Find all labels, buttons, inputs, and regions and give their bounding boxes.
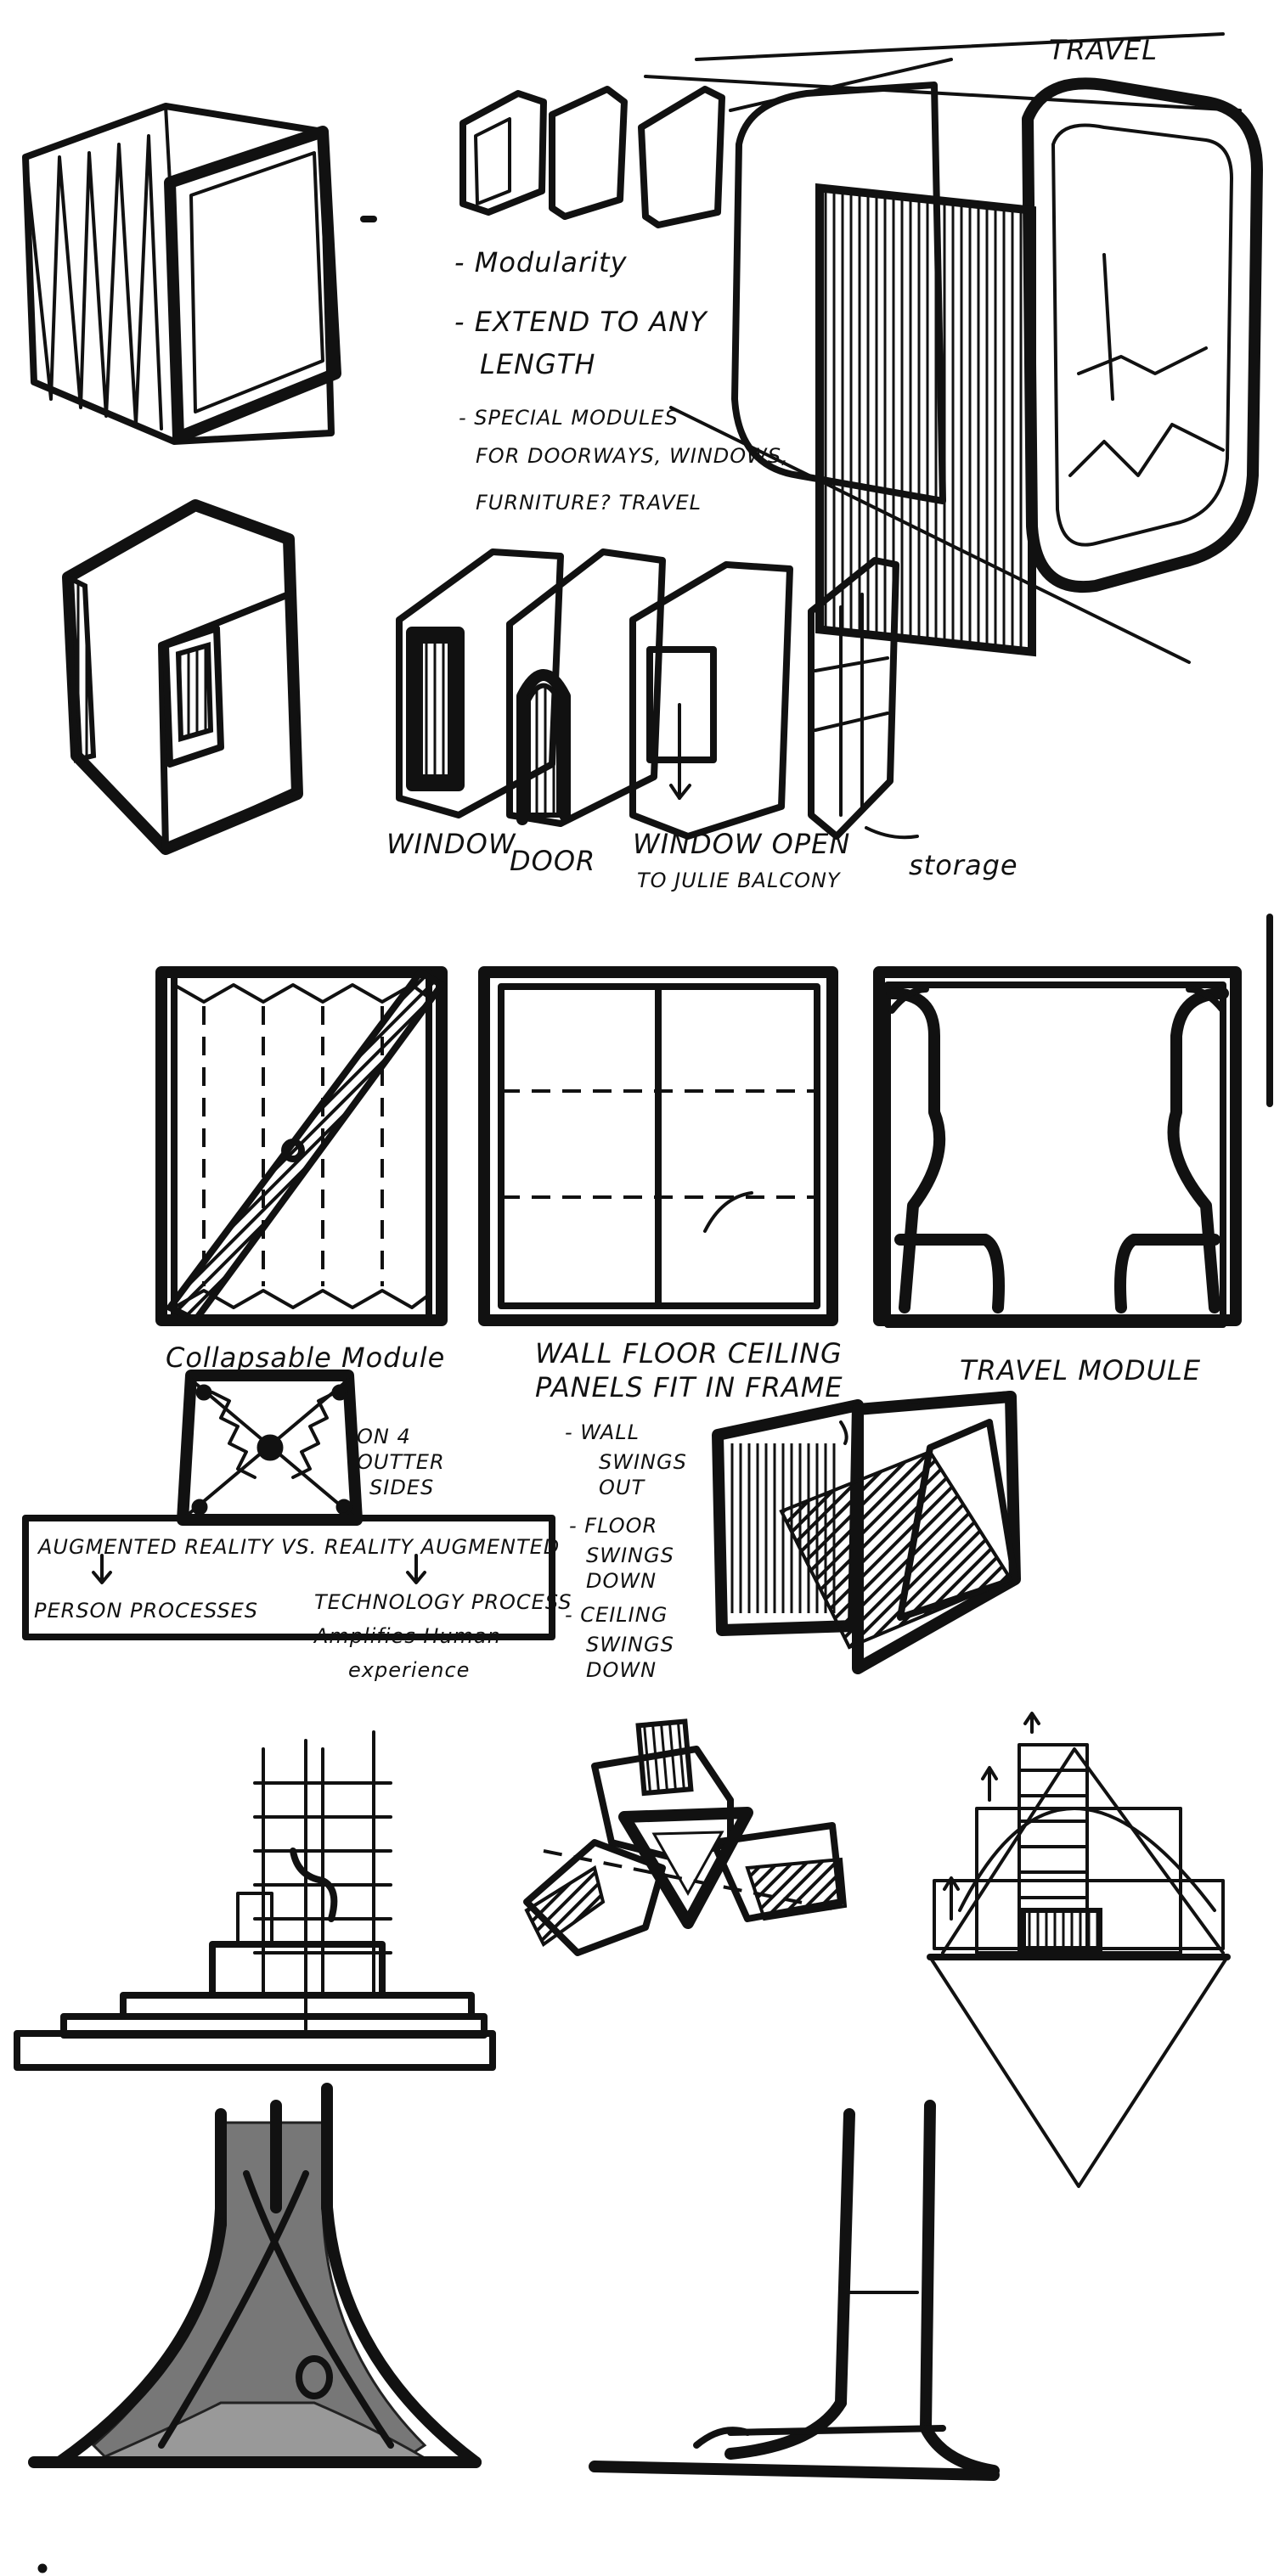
storage-module: [808, 557, 919, 840]
small-module-blocks: [459, 86, 725, 228]
flared-tower-sketch: [28, 2083, 482, 2468]
label-window-open-line2: TO JULIE BALCONY: [637, 869, 842, 892]
dot-mark: [37, 2563, 48, 2573]
augmented-reality-box: [22, 1515, 555, 1640]
ar-right-line1: TECHNOLOGY PROCESS: [314, 1590, 572, 1614]
ar-right-line3: experience: [348, 1658, 470, 1682]
tower-on-plinth-sketch: [14, 1730, 496, 2071]
note-special-line1: - SPECIAL MODULES: [459, 406, 679, 430]
note-special-line2: FOR DOORWAYS, WINDOWS,: [476, 444, 789, 468]
ar-left-text: PERSON PROCESSES: [34, 1599, 258, 1623]
swing-ceiling-line2: SWINGS: [586, 1633, 674, 1656]
swing-floor-line2: SWINGS: [586, 1544, 674, 1567]
swing-floor-line1: - FLOOR: [569, 1514, 657, 1538]
swing-wall-line2: SWINGS: [599, 1450, 687, 1474]
travel-pod-sketch: [644, 32, 1263, 664]
collapsable-module-panel: [155, 966, 448, 1326]
label-collapsable-module: Collapsable Module: [166, 1341, 445, 1374]
label-wall-floor-line1: WALL FLOOR CEILING: [535, 1337, 843, 1370]
triangular-cluster-sketch: [523, 1718, 848, 1956]
window-open-module: [629, 561, 793, 840]
simple-tower-sketch: [589, 2100, 1000, 2481]
swing-ceiling-line3: DOWN: [586, 1658, 657, 1682]
label-wall-floor-line2: PANELS FIT IN FRAME: [535, 1371, 843, 1403]
swing-floor-line3: DOWN: [586, 1569, 657, 1593]
window-module: [396, 548, 564, 818]
swing-wall-line1: - WALL: [565, 1420, 640, 1444]
note-modularity: - Modularity: [454, 246, 628, 278]
accordion-frame-sketch: [22, 103, 341, 445]
ar-heading: AUGMENTED REALITY VS. REALITY AUGMENTED: [37, 1535, 560, 1559]
label-storage: storage: [909, 849, 1018, 881]
ar-right-line2: Amplifies Human: [313, 1624, 501, 1648]
door-module: [506, 548, 666, 827]
note-extend-line2: LENGTH: [480, 348, 595, 380]
travel-module-panel: [873, 966, 1242, 1328]
swing-wall-line3: OUT: [599, 1476, 645, 1499]
hinge-note-line1: ON 4: [357, 1425, 411, 1448]
hinge-module-sketch: [177, 1370, 363, 1526]
frame-with-window-sketch: [62, 499, 303, 855]
label-window: WINDOW: [386, 828, 516, 860]
note-extend-line1: - EXTEND TO ANY: [454, 306, 708, 338]
wall-floor-ceiling-panel: [478, 966, 838, 1326]
note-special-line3: FURNITURE? TRAVEL: [476, 491, 702, 515]
hinge-note-line3: SIDES: [369, 1476, 434, 1499]
label-window-open-line1: WINDOW OPEN: [633, 828, 850, 860]
label-door: DOOR: [510, 845, 595, 877]
pyramid-tower-sketch: [927, 1712, 1231, 2188]
hinge-note-line2: OUTTER: [357, 1450, 445, 1474]
swinging-panel-sketch: [712, 1391, 1021, 1674]
swing-ceiling-line1: - CEILING: [565, 1603, 668, 1627]
label-travel-module: TRAVEL MODULE: [960, 1354, 1201, 1386]
